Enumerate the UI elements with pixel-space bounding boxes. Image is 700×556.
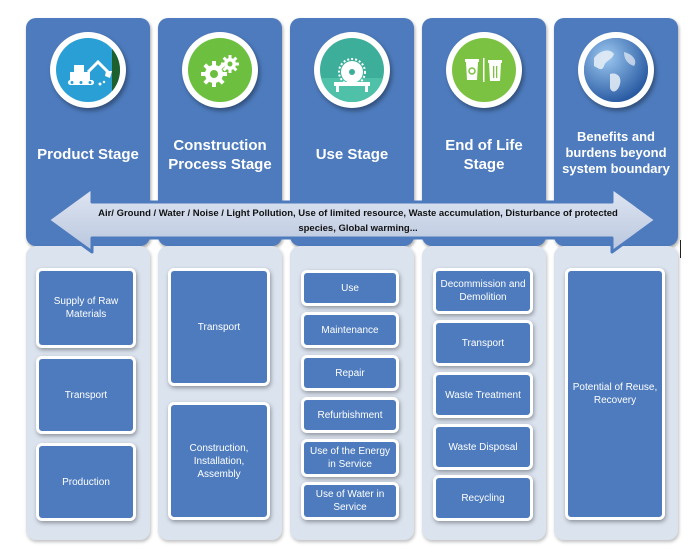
box-production: Production bbox=[36, 443, 136, 521]
box-waste-treatment: Waste Treatment bbox=[433, 372, 533, 418]
box-energy-in-service: Use of the Energy in Service bbox=[301, 439, 399, 477]
box-use: Use bbox=[301, 270, 399, 306]
product-icon-badge bbox=[50, 32, 126, 108]
box-supply-raw-materials: Supply of Raw Materials bbox=[36, 268, 136, 348]
box-reuse-recovery: Potential of Reuse, Recovery bbox=[565, 268, 665, 520]
stage-title-end-of-life: End of Life Stage bbox=[445, 137, 523, 173]
stage-title-use: Use Stage bbox=[315, 146, 389, 163]
box-refurbishment: Refurbishment bbox=[301, 397, 399, 433]
box-repair: Repair bbox=[301, 355, 399, 391]
text-cursor bbox=[680, 240, 681, 258]
end-of-life-icon-badge bbox=[446, 32, 522, 108]
box-construction-transport: Transport bbox=[168, 268, 270, 386]
excavator-icon bbox=[56, 38, 120, 102]
box-product-transport: Transport bbox=[36, 356, 136, 434]
use-icon-badge bbox=[314, 32, 390, 108]
box-waste-disposal: Waste Disposal bbox=[433, 424, 533, 470]
box-recycling: Recycling bbox=[433, 475, 533, 521]
stage-title-beyond-boundary: Benefits and burdens beyond system bound… bbox=[562, 129, 670, 176]
globe-icon bbox=[584, 38, 648, 102]
saw-icon bbox=[320, 38, 384, 102]
gears-icon bbox=[188, 38, 252, 102]
box-maintenance: Maintenance bbox=[301, 312, 399, 348]
box-decommission-demolition: Decommission and Demolition bbox=[433, 268, 533, 314]
recycle-bin-icon bbox=[452, 38, 516, 102]
stage-title-construction: Construction Process Stage bbox=[168, 137, 272, 173]
stage-title-product: Product Stage bbox=[37, 146, 139, 163]
construction-icon-badge bbox=[182, 32, 258, 108]
box-eol-transport: Transport bbox=[433, 320, 533, 366]
box-construction-installation: Construction, Installation, Assembly bbox=[168, 402, 270, 520]
beyond-icon-badge bbox=[578, 32, 654, 108]
box-water-in-service: Use of Water in Service bbox=[301, 482, 399, 520]
environmental-impacts-text: Air/ Ground / Water / Noise / Light Poll… bbox=[98, 208, 618, 234]
impacts-double-arrow bbox=[46, 186, 658, 254]
